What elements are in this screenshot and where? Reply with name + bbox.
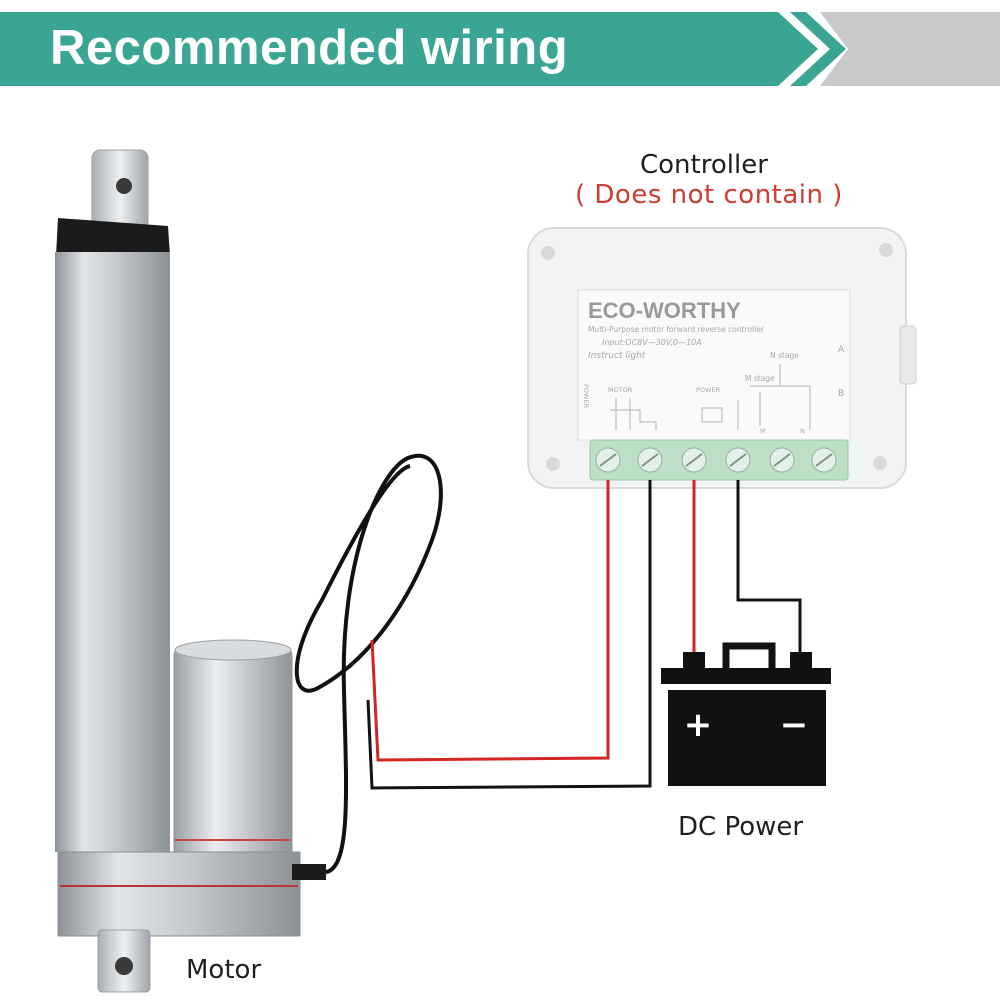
- rod-hole: [116, 178, 132, 194]
- header-banner: Recommended wiring: [0, 0, 1000, 100]
- banner-gray-chevron: [820, 12, 1000, 86]
- controller-switch-b: B: [838, 389, 844, 399]
- controller-not-included-note: ( Does not contain ): [575, 180, 843, 210]
- battery-negative-wire: [736, 480, 802, 652]
- screw-bottom-left: [546, 457, 560, 471]
- controller-power-label: POWER: [696, 386, 721, 394]
- linear-actuator: [55, 149, 326, 993]
- gear-housing: [57, 851, 301, 937]
- terminal-block: [589, 439, 849, 481]
- battery-minus-sign: −: [780, 705, 809, 745]
- controller-switch-a: A: [838, 345, 845, 355]
- terminal-screw-slot: [641, 453, 659, 467]
- battery-handle: [722, 642, 776, 670]
- terminal-screw-slot: [599, 453, 617, 467]
- terminal-screw-slot: [729, 453, 747, 467]
- dc-power-label: DC Power: [678, 812, 804, 842]
- battery-positive-terminal: [683, 652, 705, 668]
- controller-box: ECO-WORTHY Multi-Purpose motor forward r…: [527, 227, 917, 489]
- screw-top-left: [541, 246, 555, 260]
- actuator-tube: [55, 252, 170, 852]
- terminal-screw-slot: [815, 453, 833, 467]
- banner-teal-chevron: [790, 12, 846, 86]
- clevis-hole: [115, 957, 133, 975]
- motor-label: Motor: [186, 955, 262, 985]
- motor-top: [174, 639, 292, 661]
- controller-motor-label: MOTOR: [608, 386, 633, 394]
- motor-cable: [294, 453, 443, 874]
- banner-teal-arrow: [0, 12, 818, 86]
- controller-side-switch: [899, 325, 917, 385]
- controller-schematic: [610, 364, 811, 430]
- controller-panel: [577, 289, 851, 441]
- motor-red-wire: [370, 480, 610, 762]
- controller-m-terminal: M: [760, 427, 766, 435]
- terminal-screw-slot: [685, 453, 703, 467]
- motor-cylinder: [173, 645, 293, 861]
- controller-label: Controller: [640, 150, 768, 180]
- battery-negative-terminal: [790, 652, 812, 668]
- banner-arrow-outline: [768, 12, 840, 86]
- controller-n-terminal: N: [800, 427, 805, 435]
- actuator-black-cap: [56, 218, 170, 256]
- controller-subtitle: Multi-Purpose motor forward reverse cont…: [588, 325, 765, 334]
- terminal-screw-slot: [773, 453, 791, 467]
- screw-top-right: [879, 243, 893, 257]
- battery-icon: + −: [661, 642, 831, 786]
- controller-input-spec: Input:DC8V—30V,0—10A: [602, 338, 702, 347]
- battery-plus-sign: +: [684, 705, 713, 745]
- battery-lid: [661, 668, 831, 684]
- controller-power-vertical: POWER: [582, 384, 590, 409]
- banner-shape: [0, 12, 1000, 86]
- cable-strain-relief: [292, 864, 326, 880]
- controller-m-stage: M stage: [745, 374, 775, 383]
- battery-body: [668, 690, 826, 786]
- page-title: Recommended wiring: [50, 21, 569, 75]
- controller-instruct-light: Instruct light: [588, 351, 646, 361]
- motor-black-wire: [366, 480, 652, 790]
- controller-n-stage: N stage: [770, 351, 799, 360]
- terminal-screw-slots: [599, 453, 833, 467]
- screw-bottom-right: [873, 456, 887, 470]
- controller-brand: ECO-WORTHY: [588, 298, 741, 323]
